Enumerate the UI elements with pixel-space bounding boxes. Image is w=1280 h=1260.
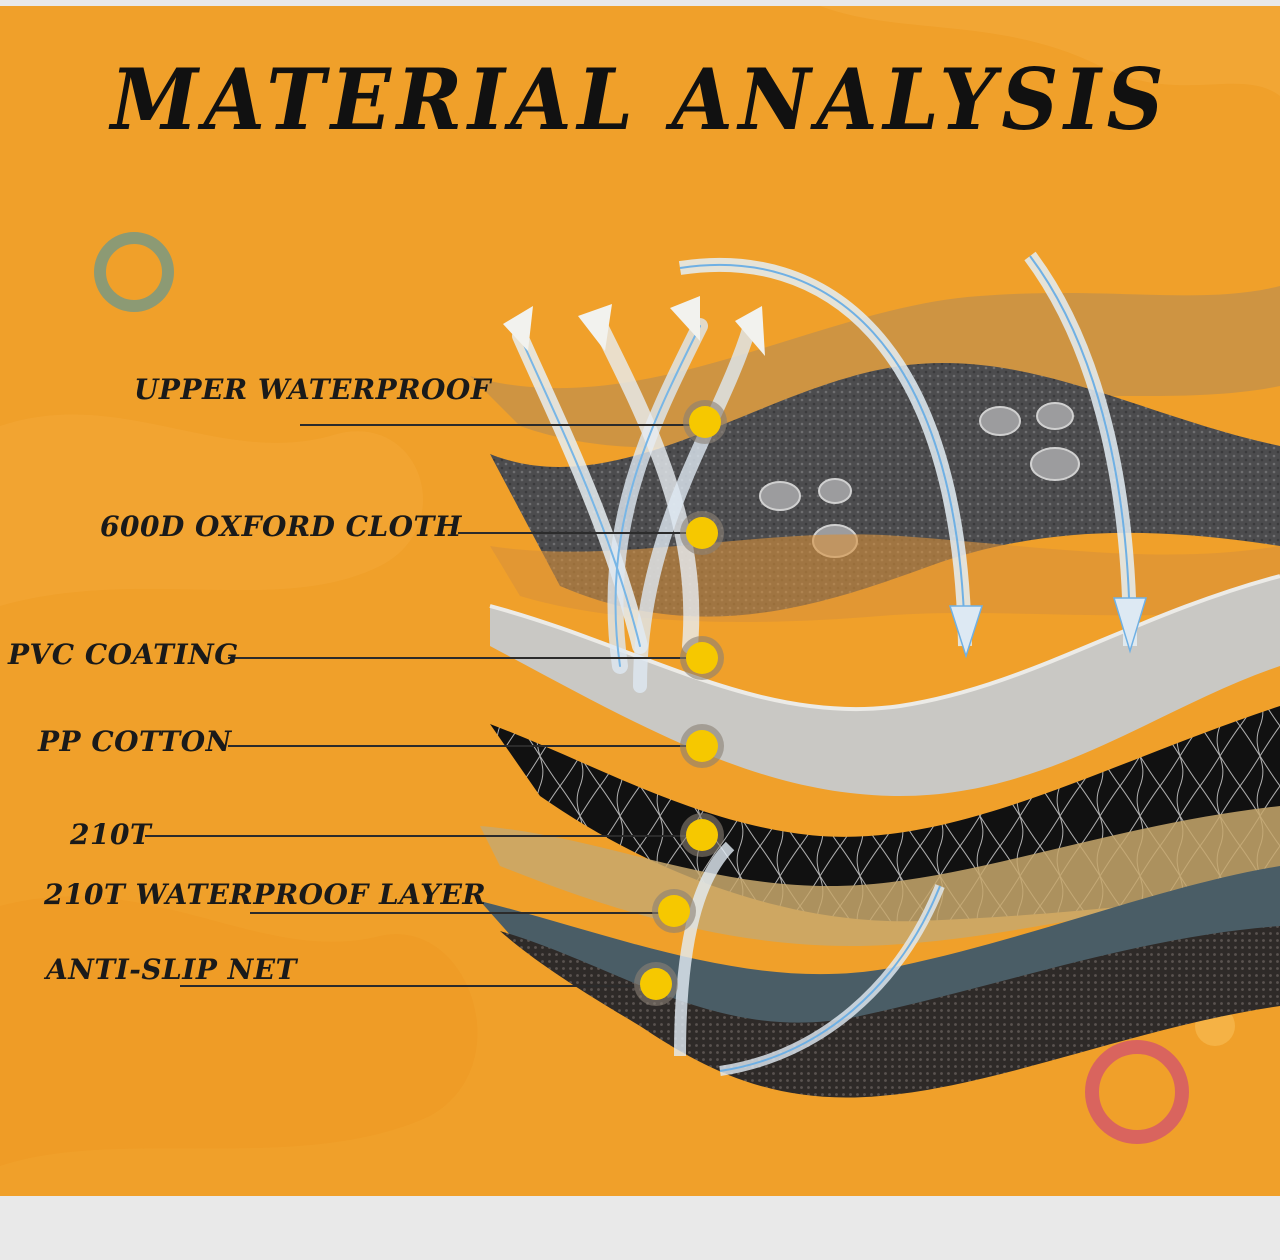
leader-lines xyxy=(145,424,690,987)
layer-illustration xyxy=(0,6,1280,1166)
label-upper-waterproof: UPPER WATERPROOF xyxy=(134,373,492,406)
marker-pp-cotton xyxy=(680,724,724,768)
marker-oxford-cloth xyxy=(680,511,724,555)
bg-shape-top-right xyxy=(820,6,1280,96)
marker-upper-waterproof xyxy=(683,400,727,444)
up-arrowheads xyxy=(503,296,765,356)
label-anti-slip-net: ANTI-SLIP NET xyxy=(46,953,297,986)
label-210t-waterproof-layer: 210T WATERPROOF LAYER xyxy=(44,878,487,911)
label-pp-cotton: PP COTTON xyxy=(38,725,232,758)
top-strip xyxy=(0,0,1280,6)
bg-shape-left xyxy=(0,414,424,606)
label-pvc-coating: PVC COATING xyxy=(8,638,239,671)
rain-arrows xyxy=(674,251,1137,1076)
marker-210t-waterproof xyxy=(652,889,696,933)
marker-pvc-coating xyxy=(680,636,724,680)
bg-shape-bottom-left xyxy=(0,896,478,1166)
ring-left xyxy=(94,232,174,312)
down-arrowheads xyxy=(948,597,1148,659)
page-title: MATERIAL ANALYSIS xyxy=(110,50,1170,149)
layer-anti-slip-net xyxy=(500,926,1280,1098)
marker-210t xyxy=(680,813,724,857)
ring-right xyxy=(1085,1040,1189,1144)
markers xyxy=(634,400,727,1006)
label-210t: 210T xyxy=(70,818,152,851)
airflow-arrows xyxy=(512,318,757,693)
marker-anti-slip-net xyxy=(634,962,678,1006)
label-oxford-cloth: 600D OXFORD CLOTH xyxy=(100,510,462,543)
material-panel: MATERIAL ANALYSIS UPPER WATERPROOF 600D … xyxy=(0,6,1280,1196)
